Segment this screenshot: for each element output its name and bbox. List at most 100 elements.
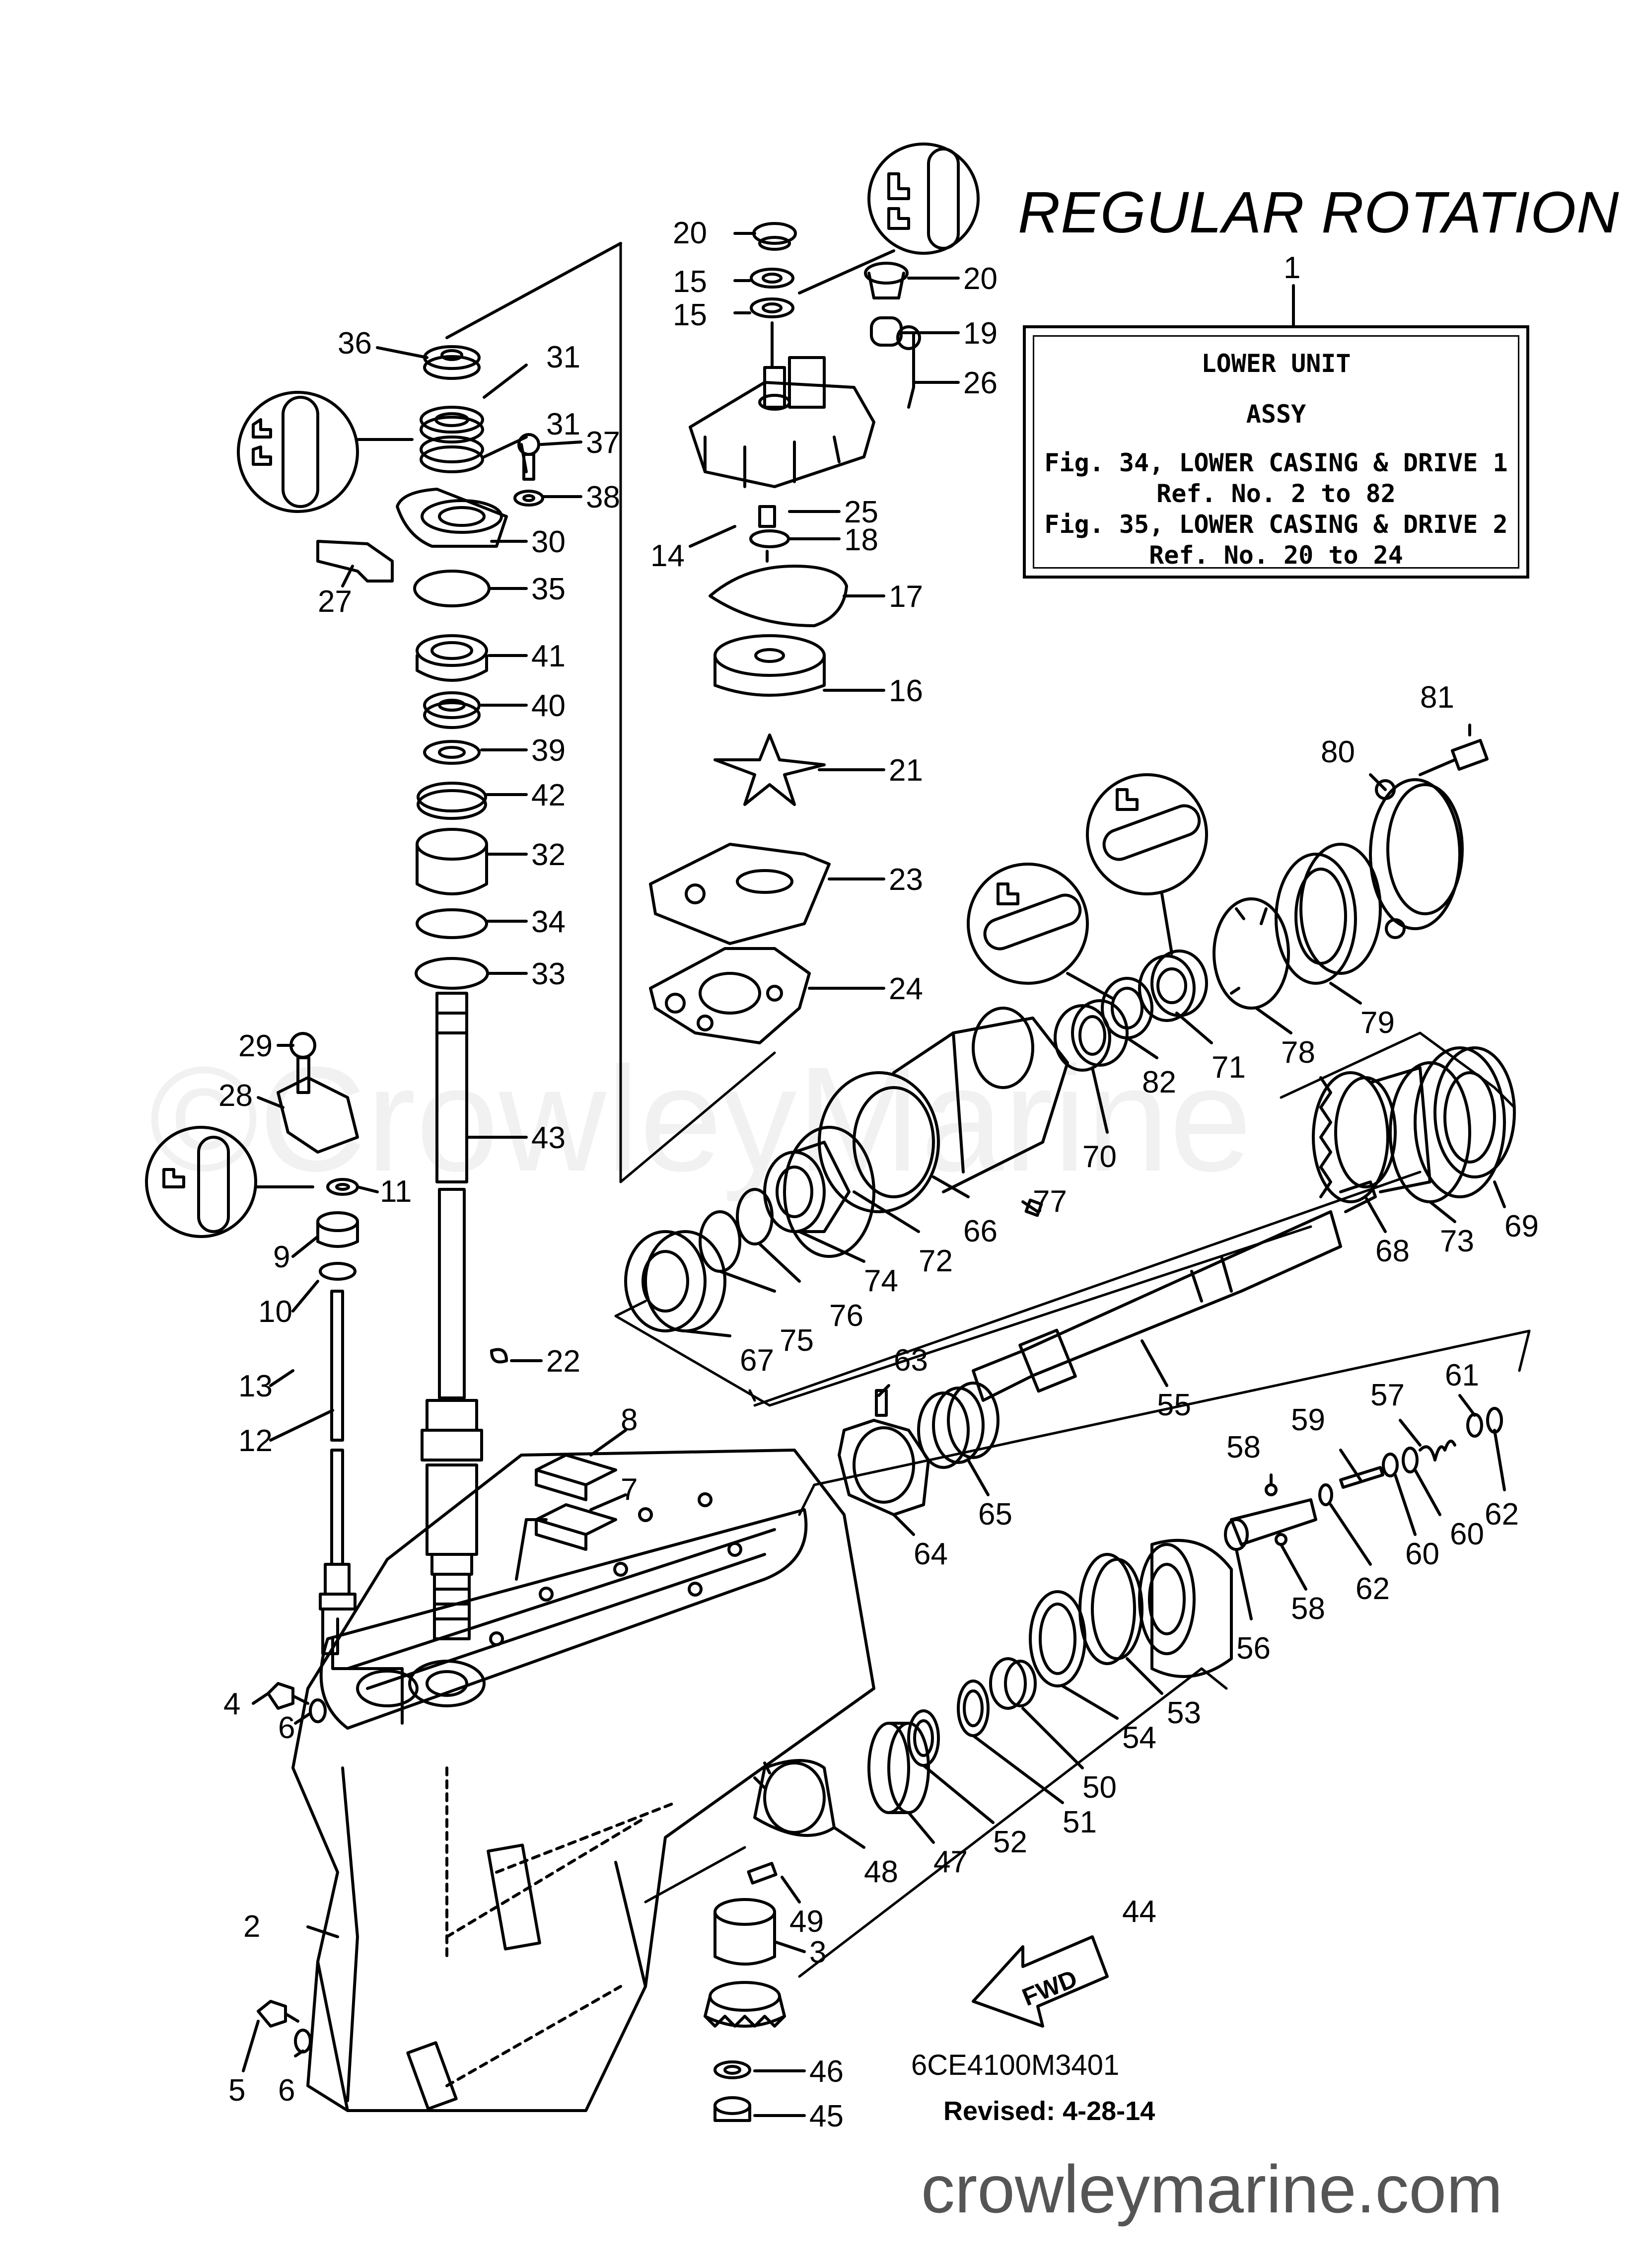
callout-79: 79: [1360, 1006, 1395, 1040]
seal-74: [763, 1141, 851, 1233]
callout-66: 66: [963, 1214, 998, 1248]
rings-50-54: [907, 1538, 1233, 1767]
callout-45: 45: [809, 2099, 844, 2133]
info-line-3: Fig. 34, LOWER CASING & DRIVE 1: [1044, 448, 1508, 477]
callout-70: 70: [1082, 1140, 1117, 1174]
detail-circle-shift: [145, 1126, 314, 1238]
callout-2: 2: [243, 1909, 260, 1944]
callout-58a: 58: [1226, 1430, 1261, 1464]
callout-59: 59: [1291, 1403, 1325, 1437]
callout-13: 13: [238, 1369, 273, 1403]
pin-49: [747, 1862, 778, 1885]
callout-25: 25: [844, 495, 878, 529]
info-box-inner-frame: [1033, 335, 1519, 569]
callout-76: 76: [829, 1299, 863, 1333]
page-title: REGULAR ROTATION: [1018, 180, 1620, 245]
callout-31a: 31: [546, 340, 580, 374]
callout-53: 53: [1167, 1696, 1201, 1730]
water-pump-assy: [649, 222, 921, 1044]
callout-61: 61: [1445, 1358, 1479, 1392]
diagram-code: 6CE4100M3401: [911, 2049, 1120, 2081]
lower-casing-part: [291, 1449, 875, 2112]
callout-60a: 60: [1405, 1537, 1439, 1571]
callout-12: 12: [238, 1424, 273, 1458]
callout-15a: 15: [673, 265, 707, 299]
callout-27: 27: [318, 585, 352, 619]
ring-78: [1213, 897, 1290, 1010]
callout-16: 16: [889, 674, 923, 708]
callout-20a: 20: [673, 216, 707, 250]
callout-58b: 58: [1291, 1592, 1325, 1626]
callout-22: 22: [546, 1344, 580, 1379]
callout-31b: 31: [546, 407, 580, 441]
callout-38: 38: [586, 480, 620, 514]
fwd-label: FWD: [1018, 1965, 1081, 2012]
spring-65: [917, 1382, 999, 1469]
callout-28: 28: [218, 1079, 253, 1113]
info-line-1: LOWER UNIT: [1201, 349, 1351, 378]
callout-33: 33: [531, 957, 566, 991]
callout-6a: 6: [278, 1711, 295, 1745]
callout-32: 32: [531, 838, 566, 872]
cover-80: [1369, 778, 1464, 939]
callout-41: 41: [531, 639, 566, 673]
callout-62a: 62: [1356, 1572, 1390, 1606]
callout-57: 57: [1370, 1378, 1405, 1412]
callout-23: 23: [889, 863, 923, 897]
bracket-line-bottom: [619, 1051, 776, 1183]
propeller-shaft-55: [972, 1180, 1377, 1402]
bracket-line-top: [445, 242, 622, 339]
info-line-5: Fig. 35, LOWER CASING & DRIVE 2: [1044, 510, 1508, 539]
housing-79: [1275, 843, 1382, 985]
bearing-69: [1414, 1046, 1516, 1198]
callout-14: 14: [650, 539, 685, 573]
callout-36: 36: [338, 326, 372, 361]
callout-64: 64: [914, 1537, 948, 1571]
bolt-37: [517, 433, 540, 481]
callout-42: 42: [531, 778, 566, 812]
callout-78: 78: [1281, 1035, 1315, 1070]
callout-63: 63: [894, 1343, 928, 1378]
callout-51: 51: [1063, 1805, 1097, 1839]
info-box: LOWER UNIT ASSY Fig. 34, LOWER CASING & …: [1023, 325, 1529, 579]
bracket-line-shift: [813, 1329, 1531, 1486]
website-url: crowleymarine.com: [921, 2151, 1503, 2227]
bearing-47: [867, 1722, 930, 1814]
bolt-81: [1419, 738, 1489, 776]
callout-9: 9: [273, 1240, 290, 1274]
callout-48: 48: [864, 1855, 898, 1889]
upper-seal-stack: [316, 345, 544, 990]
callout-56: 56: [1236, 1631, 1271, 1666]
fwd-arrow-icon: [972, 1935, 1109, 2028]
ring-75: [699, 1210, 741, 1273]
callout-81: 81: [1420, 680, 1454, 715]
callout-35: 35: [531, 572, 566, 606]
bearing-48: [753, 1759, 836, 1837]
detail-circle-ring-82: [967, 863, 1114, 1000]
callout-82: 82: [1142, 1065, 1176, 1099]
drive-shaft-part: [421, 992, 483, 1640]
callout-77: 77: [1033, 1184, 1067, 1219]
info-line-2: ASSY: [1246, 400, 1306, 429]
callout-17: 17: [889, 580, 923, 614]
callout-21: 21: [889, 753, 923, 788]
callout-75: 75: [780, 1323, 814, 1358]
callout-19: 19: [963, 316, 998, 351]
callout-29: 29: [238, 1029, 273, 1063]
callout-43: 43: [531, 1121, 566, 1155]
callout-68: 68: [1375, 1234, 1410, 1268]
callout-72: 72: [919, 1244, 953, 1278]
callout-44: 44: [1122, 1895, 1156, 1929]
callout-40: 40: [531, 689, 566, 723]
bracket-line-shaft: [753, 1171, 1422, 1407]
detail-circle-pump-top: [798, 143, 980, 294]
callout-47: 47: [933, 1845, 968, 1879]
callout-8: 8: [621, 1403, 638, 1437]
callout-65: 65: [978, 1497, 1012, 1532]
callout-52: 52: [993, 1825, 1027, 1859]
callout-20b: 20: [963, 262, 998, 296]
callout-74: 74: [864, 1264, 898, 1298]
callout-24: 24: [889, 972, 923, 1006]
callout-69: 69: [1504, 1209, 1539, 1244]
